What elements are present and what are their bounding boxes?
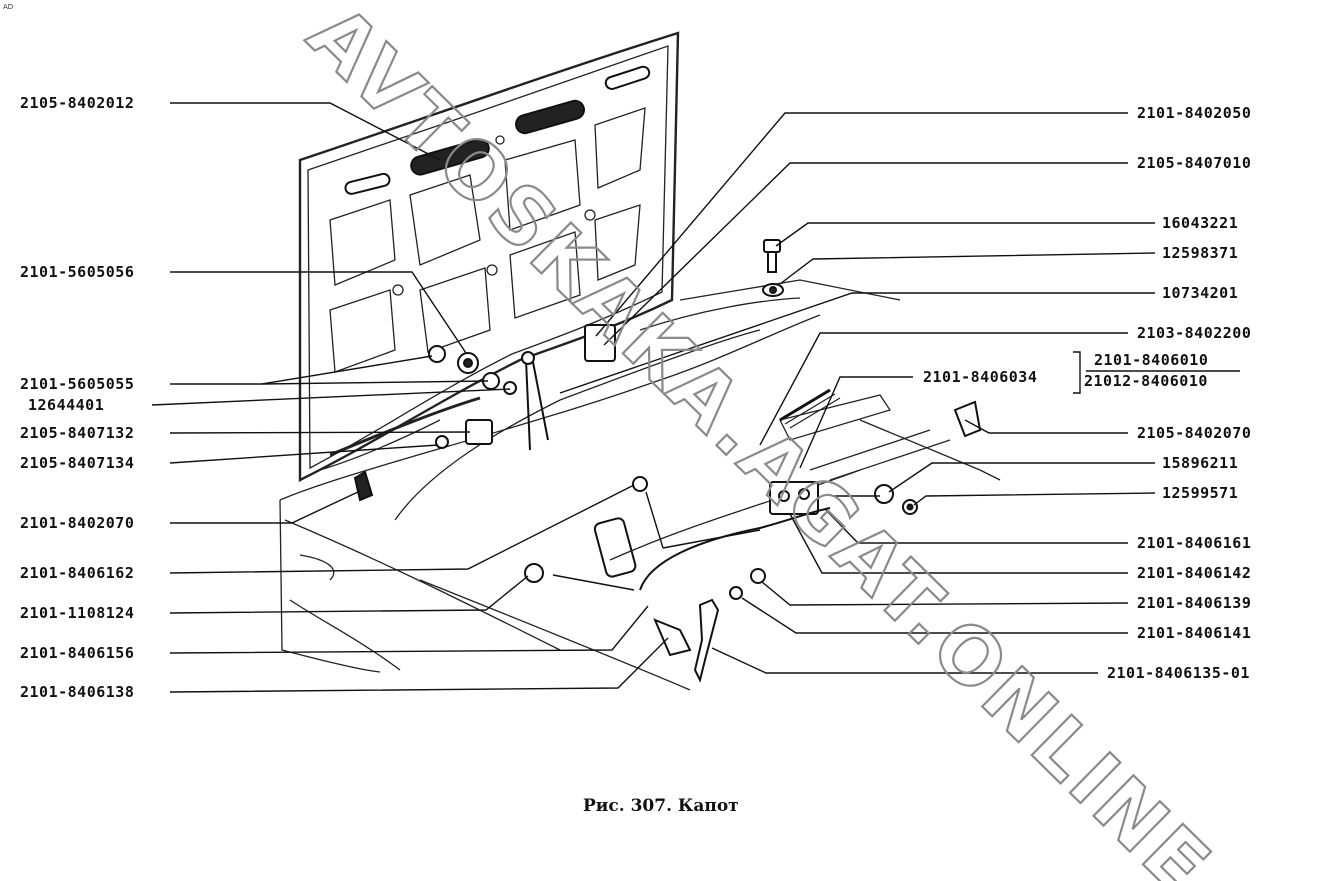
part-label: 2101-8406135-01 (1107, 664, 1250, 682)
figure-caption: Рис. 307. Капот (583, 796, 739, 816)
part-label: 2101-8406138 (20, 683, 134, 701)
part-label: 2105-8407132 (20, 424, 134, 442)
part-label: 2101-8406142 (1137, 564, 1251, 582)
parts (353, 239, 982, 683)
part-label: 2105-8407010 (1137, 154, 1251, 172)
part-label: 2101-8406161 (1137, 534, 1251, 552)
part-label: 2101-8406010 (1094, 351, 1208, 369)
label-group-8406010: 2101-8406010 21012-8406010 (1084, 351, 1240, 390)
part-label: 12644401 (28, 396, 104, 414)
hood-drawing (298, 31, 680, 482)
part-label: 2105-8407134 (20, 454, 134, 472)
part-label: 2101-5605055 (20, 375, 134, 393)
part-label: 21012-8406010 (1084, 372, 1208, 390)
watermark: AVTOSKAKA.AGAT.ONLINE (291, 0, 1229, 881)
corner-mark: AD (3, 3, 13, 11)
part-label: 2101-8406139 (1137, 594, 1251, 612)
body-drawing (279, 279, 1001, 691)
part-label: 2105-8402070 (1137, 424, 1251, 442)
part-label: 2101-1108124 (20, 604, 134, 622)
labels-right: 2101-8402050 2105-8407010 16043221 12598… (1107, 104, 1251, 682)
part-label: 2101-8406141 (1137, 624, 1251, 642)
part-label: 2101-8402070 (20, 514, 134, 532)
part-label: 12599571 (1162, 484, 1238, 502)
part-label: 2103-8402200 (1137, 324, 1251, 342)
part-label: 2105-8402012 (20, 94, 134, 112)
part-label: 10734201 (1162, 284, 1238, 302)
labels-left: 2105-8402012 2101-5605056 2101-5605055 1… (20, 94, 134, 701)
part-label: 2101-8406156 (20, 644, 134, 662)
part-label: 2101-8406162 (20, 564, 134, 582)
leader-lines (151, 102, 1156, 693)
part-label: 15896211 (1162, 454, 1238, 472)
part-label-mid: 2101-8406034 (923, 368, 1037, 386)
part-label: 16043221 (1162, 214, 1238, 232)
part-label: 2101-8402050 (1137, 104, 1251, 122)
part-label: 12598371 (1162, 244, 1238, 262)
part-label: 2101-5605056 (20, 263, 134, 281)
